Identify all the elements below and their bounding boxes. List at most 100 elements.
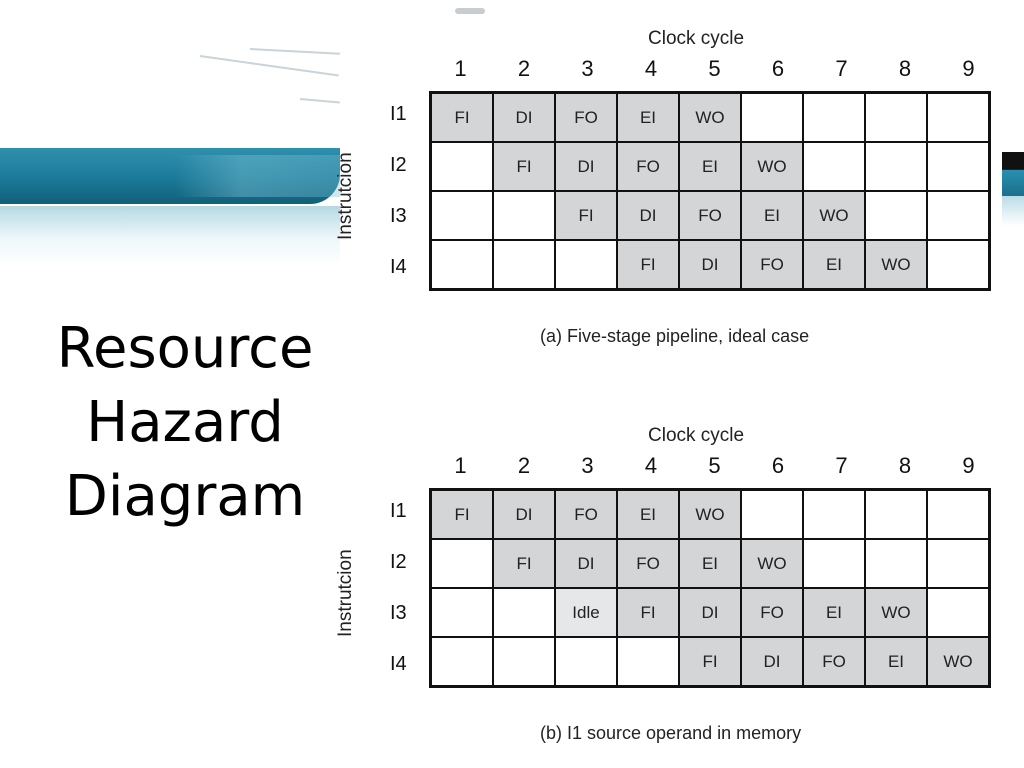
empty-cell <box>492 239 556 291</box>
stage-cell: EI <box>678 141 742 192</box>
stage-cell: FO <box>554 488 618 540</box>
empty-cell <box>492 190 556 241</box>
clock-cycle-label: Clock cycle <box>648 425 745 446</box>
empty-cell <box>926 538 991 589</box>
stage-cell: FI <box>554 190 618 241</box>
cycle-number: 2 <box>517 453 531 478</box>
empty-cell <box>864 91 928 143</box>
stage-cell: DI <box>492 488 556 540</box>
cycle-number: 5 <box>708 56 721 81</box>
instruction-axis-label: Instrutcion <box>335 549 356 637</box>
cycle-number: 1 <box>454 56 467 81</box>
stage-cell: EI <box>616 488 680 540</box>
empty-cell <box>926 239 991 291</box>
diagram-caption: (b) I1 source operand in memory <box>540 723 802 743</box>
stage-cell: WO <box>678 91 742 143</box>
instruction-label: I1 <box>390 500 407 522</box>
stage-cell: FI <box>678 636 742 688</box>
empty-cell <box>926 587 991 638</box>
empty-cell <box>492 636 556 688</box>
stage-cell: DI <box>492 91 556 143</box>
empty-cell <box>802 538 866 589</box>
empty-cell <box>616 636 680 688</box>
empty-cell <box>740 91 804 143</box>
cycle-number: 4 <box>644 56 658 81</box>
cycle-number: 9 <box>962 453 975 478</box>
stage-cell: FI <box>492 141 556 192</box>
stage-cell: EI <box>802 587 866 638</box>
stage-cell: DI <box>740 636 804 688</box>
empty-cell <box>864 488 928 540</box>
empty-cell <box>740 488 804 540</box>
stage-cell: FO <box>616 538 680 589</box>
empty-cell <box>802 488 866 540</box>
decorative-edge <box>1002 152 1024 196</box>
cycle-number: 5 <box>708 453 721 478</box>
cycle-number: 6 <box>771 453 785 478</box>
stage-cell: WO <box>678 488 742 540</box>
instruction-axis-label: Instrutcion <box>335 152 356 240</box>
stage-cell: EI <box>802 239 866 291</box>
stage-cell: FO <box>616 141 680 192</box>
stage-cell: WO <box>864 239 928 291</box>
empty-cell <box>429 538 494 589</box>
instruction-label: I2 <box>390 551 407 573</box>
empty-cell <box>554 636 618 688</box>
stage-cell: WO <box>864 587 928 638</box>
instruction-label: I4 <box>390 653 407 675</box>
cycle-number: 3 <box>581 453 594 478</box>
empty-cell <box>554 239 618 291</box>
cycle-number: 4 <box>644 453 658 478</box>
cycle-number: 8 <box>898 453 912 478</box>
empty-cell <box>926 91 991 143</box>
stage-cell: FO <box>678 190 742 241</box>
cycle-number: 9 <box>962 56 975 81</box>
empty-cell <box>492 587 556 638</box>
empty-cell <box>864 190 928 241</box>
decorative-banner <box>0 0 340 270</box>
empty-cell <box>429 141 494 192</box>
cycle-number: 3 <box>581 56 594 81</box>
decorative-smudge <box>455 8 485 14</box>
stage-cell: FI <box>616 239 680 291</box>
decorative-edge-reflection <box>1002 196 1024 226</box>
stage-cell: WO <box>740 538 804 589</box>
stage-cell: FI <box>616 587 680 638</box>
cycle-number: 2 <box>517 56 531 81</box>
empty-cell <box>926 141 991 192</box>
stage-cell: DI <box>554 538 618 589</box>
stage-cell: FI <box>492 538 556 589</box>
stage-cell: FI <box>429 91 494 143</box>
cycle-number: 7 <box>835 453 848 478</box>
empty-cell <box>926 190 991 241</box>
stage-cell: FO <box>554 91 618 143</box>
stage-cell: EI <box>740 190 804 241</box>
empty-cell <box>429 587 494 638</box>
empty-cell <box>864 141 928 192</box>
stage-cell: DI <box>678 239 742 291</box>
empty-cell <box>429 190 494 241</box>
instruction-label: I4 <box>390 256 407 278</box>
stage-cell: DI <box>554 141 618 192</box>
cycle-number: 7 <box>835 56 848 81</box>
instruction-label: I3 <box>390 205 407 227</box>
stage-cell: FO <box>802 636 866 688</box>
stage-cell: WO <box>802 190 866 241</box>
cycle-number: 1 <box>454 453 467 478</box>
empty-cell <box>864 538 928 589</box>
empty-cell <box>926 488 991 540</box>
stage-cell: EI <box>864 636 928 688</box>
stage-cell: Idle <box>554 587 618 638</box>
empty-cell <box>429 636 494 688</box>
stage-cell: FO <box>740 587 804 638</box>
instruction-label: I2 <box>390 154 407 176</box>
stage-cell: FO <box>740 239 804 291</box>
